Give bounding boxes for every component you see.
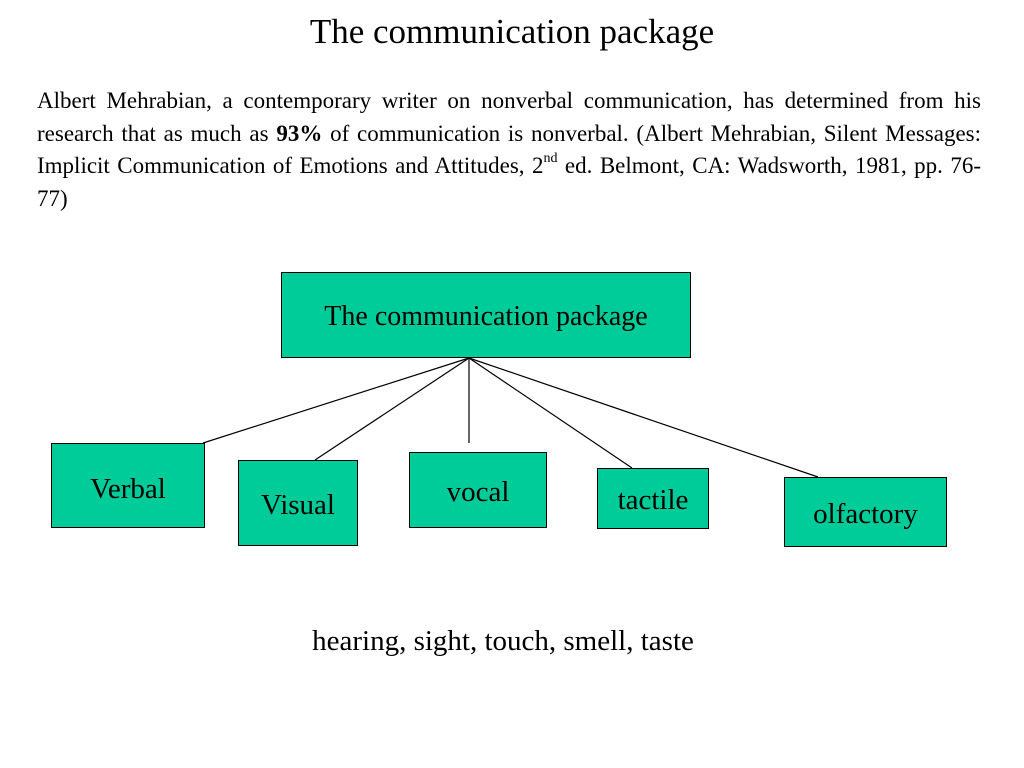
child-node-visual: Visual — [238, 460, 358, 546]
child-node-verbal: Verbal — [51, 443, 205, 528]
child-node-label: tactile — [617, 484, 689, 516]
slide-title: The communication package — [309, 12, 715, 51]
child-node-olfactory: olfactory — [784, 477, 947, 547]
child-node-label: Verbal — [90, 473, 166, 505]
child-node-label: Visual — [261, 489, 335, 521]
paragraph-text-2: of communication is nonverbal. (Albert M… — [37, 120, 981, 179]
intro-paragraph: Albert Mehrabian, a contemporary writer … — [37, 85, 981, 215]
child-node-vocal: vocal — [409, 452, 547, 528]
paragraph-text-1: Albert Mehrabian, a contemporary writer … — [37, 88, 981, 146]
root-node-label: The communication package — [324, 301, 648, 332]
child-node-label: vocal — [446, 476, 510, 508]
connector-olfactory — [468, 357, 819, 478]
paragraph-text-3: ed. Belmont, CA: Wadsworth, 1981, pp. 76… — [37, 153, 981, 211]
connector-verbal — [202, 357, 470, 444]
ordinal-suffix: nd — [543, 151, 558, 167]
senses-caption: hearing, sight, touch, smell, taste — [312, 625, 694, 657]
child-node-tactile: tactile — [597, 468, 709, 529]
connector-tactile — [468, 357, 633, 469]
root-node: The communication package — [281, 272, 691, 358]
percentage-highlight: 93% — [276, 120, 323, 146]
child-node-label: olfactory — [813, 498, 918, 530]
connector-visual — [314, 357, 470, 461]
